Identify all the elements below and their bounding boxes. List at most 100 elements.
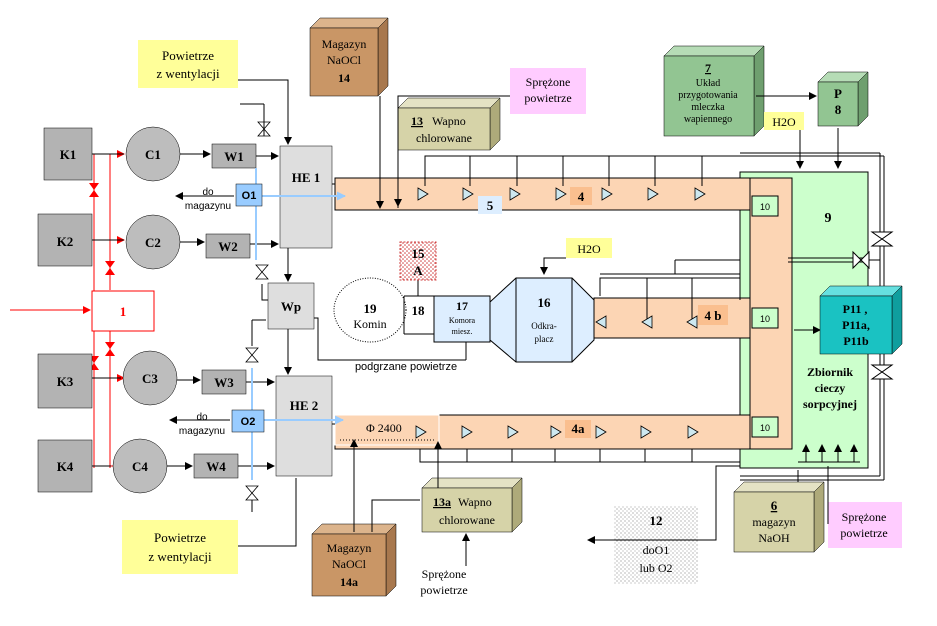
svg-text:przygotowania: przygotowania [678, 90, 738, 101]
compressed-bottom-line1: Sprężone [422, 567, 467, 581]
tank-name-line2: cieczy [815, 381, 846, 395]
duct-4: 5 4 [334, 177, 751, 214]
svg-text:lub O2: lub O2 [640, 561, 673, 575]
tank-name-line1: Zbiornik [807, 365, 853, 379]
o2-box: O2 [231, 409, 265, 433]
svg-text:P11a,: P11a, [842, 318, 870, 332]
label-18: 18 [412, 303, 426, 318]
naocl-storage-14: Magazyn NaOCl 14 [309, 17, 389, 97]
svg-text:K1: K1 [60, 147, 77, 162]
h2o-mid: H2O [577, 242, 601, 256]
pump-8: P 8 [817, 71, 869, 127]
svg-text:10: 10 [760, 202, 770, 212]
svg-text:12: 12 [650, 513, 663, 528]
naocl-storage-14a: Magazyn NaOCl 14a [311, 523, 397, 597]
duct-4b-label: 4 b [705, 308, 722, 323]
svg-text:Układ: Układ [696, 78, 720, 89]
svg-text:W2: W2 [218, 239, 238, 254]
svg-text:16: 16 [538, 295, 552, 310]
svg-text:HE 2: HE 2 [290, 398, 319, 413]
duct-4-marker [570, 187, 592, 205]
tank-name-line3: sorpcyjnej [803, 397, 857, 411]
kiln-k1: K1 [43, 127, 93, 181]
svg-text:1: 1 [120, 304, 127, 319]
h2o-top: H2O [772, 115, 796, 129]
svg-text:K2: K2 [57, 234, 74, 249]
spray-manifold-4 [424, 152, 884, 186]
duct-4b-marker [698, 305, 728, 325]
droplet-separator-16: 16 Odkra- placz [489, 277, 595, 363]
svg-text:Wp: Wp [281, 299, 301, 314]
unit-1: 1 [91, 290, 155, 332]
svg-text:K4: K4 [57, 459, 74, 474]
svg-text:powietrze: powietrze [524, 91, 571, 105]
svg-text:K3: K3 [57, 374, 74, 389]
nozzles-4b [595, 315, 698, 329]
to-storage-2-line1: do [196, 412, 208, 423]
nozzles-4 [417, 187, 706, 201]
diameter-label: Φ 2400 [366, 421, 402, 435]
air-line-valves [245, 121, 271, 501]
h2o-top-box [764, 112, 804, 130]
chimney-19: 19 Komin [333, 277, 407, 343]
ventilation-air-top: Powietrze z wentylacji [138, 40, 238, 88]
svg-text:C1: C1 [145, 147, 161, 162]
o1-box: O1 [235, 183, 263, 207]
svg-text:HE 1: HE 1 [292, 170, 321, 185]
heat-exchanger-2: HE 2 [275, 375, 333, 477]
riser-duct: 10 10 10 [749, 177, 793, 450]
svg-text:Magazyn: Magazyn [322, 37, 367, 51]
svg-text:W4: W4 [206, 459, 226, 474]
svg-text:magazyn: magazyn [752, 515, 795, 529]
duct-5-marker [478, 196, 502, 214]
svg-text:W3: W3 [214, 375, 234, 390]
svg-text:8: 8 [835, 102, 842, 117]
fan-w2: W2 [205, 233, 251, 259]
svg-text:14a: 14a [340, 575, 358, 589]
sample-box-15: 15 A [399, 241, 437, 281]
sparger-arrows [798, 444, 860, 463]
svg-text:Komin: Komin [353, 317, 386, 331]
box-12: 12 doO1 lub O2 [614, 506, 698, 584]
nozzles-4a [415, 425, 699, 439]
svg-text:P11b: P11b [843, 334, 869, 348]
lime-milk-prep-7: 7 Układ przygotowania mleczka wapiennego [663, 45, 765, 137]
svg-text:NaOH: NaOH [758, 531, 790, 545]
blue-air-lines [251, 168, 346, 480]
svg-text:wapiennego: wapiennego [684, 114, 732, 125]
svg-text:C4: C4 [132, 459, 148, 474]
mixing-chamber-17: 17 Komora miesz. [433, 295, 491, 343]
svg-text:O2: O2 [241, 416, 256, 428]
svg-text:z wentylacji: z wentylacji [156, 66, 220, 81]
to-storage-1-line2: magazynu [185, 201, 231, 212]
svg-text:6: 6 [771, 498, 778, 513]
chlorinated-lime-13a: 13a Wapno chlorowane [421, 477, 523, 533]
svg-text:Komora: Komora [449, 316, 476, 325]
svg-text:miesz.: miesz. [452, 327, 473, 336]
heated-air-label: podgrzane powietrze [355, 361, 457, 373]
to-storage-lines [169, 192, 234, 424]
lime-prep-piping [756, 92, 842, 169]
svg-text:13: 13 [411, 114, 423, 128]
compressed-air-right: Sprężone powietrze [828, 502, 902, 548]
module-10-b [751, 307, 779, 329]
cyclone-c2: C2 [125, 214, 181, 270]
svg-text:mleczka: mleczka [691, 102, 725, 113]
naoh-storage-6: 6 magazyn NaOH [733, 481, 825, 553]
spray-manifold-4a [419, 449, 740, 482]
he-outlets [332, 183, 335, 425]
kiln-k2: K2 [37, 213, 93, 267]
svg-text:NaOCl: NaOCl [332, 557, 367, 571]
fan-w1: W1 [211, 143, 257, 169]
fan-w4: W4 [193, 453, 239, 479]
svg-text:7: 7 [705, 61, 711, 75]
compressed-bottom-line2: powietrze [420, 583, 467, 597]
ventilation-piping [238, 79, 467, 547]
svg-text:C3: C3 [142, 371, 158, 386]
svg-text:C2: C2 [145, 235, 161, 250]
svg-text:Odkra-: Odkra- [531, 321, 557, 331]
duct-4a: 4a Φ 2400 [334, 414, 751, 450]
ventilation-air-bottom: Powietrze z wentylacji [122, 520, 238, 574]
svg-text:chlorowane: chlorowane [439, 513, 495, 527]
svg-text:Wapno: Wapno [458, 495, 492, 509]
